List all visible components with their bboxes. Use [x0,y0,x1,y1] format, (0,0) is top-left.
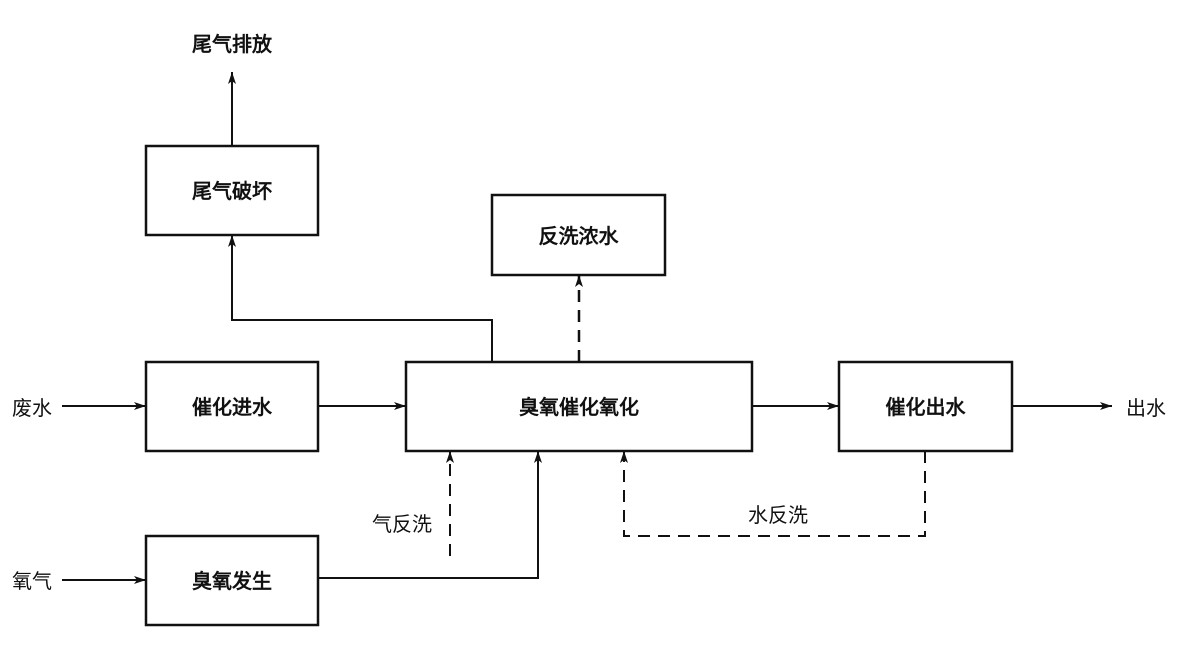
box-tail-gas-destruction-label: 尾气破坏 [192,179,272,203]
box-ozone-generation-label: 臭氧发生 [192,569,272,593]
label-oxygen: 氧气 [12,569,52,593]
box-catalytic-inlet-label: 催化进水 [192,395,273,419]
label-tail-gas-discharge: 尾气排放 [192,32,273,56]
label-water-backwash: 水反洗 [748,503,808,527]
box-catalytic-outlet-label: 催化出水 [886,395,967,419]
label-wastewater: 废水 [12,396,52,420]
arrow-oxidation-to-tail-gas [228,235,493,362]
arrow-ozone-to-oxidation [318,451,542,579]
box-ozone-catalytic-oxidation-label: 臭氧催化氧化 [519,395,639,419]
label-effluent: 出水 [1126,396,1166,420]
box-backwash-concentrate-label: 反洗浓水 [539,224,620,248]
arrow-water-backwash [620,451,926,537]
label-air-backwash: 气反洗 [372,512,432,536]
